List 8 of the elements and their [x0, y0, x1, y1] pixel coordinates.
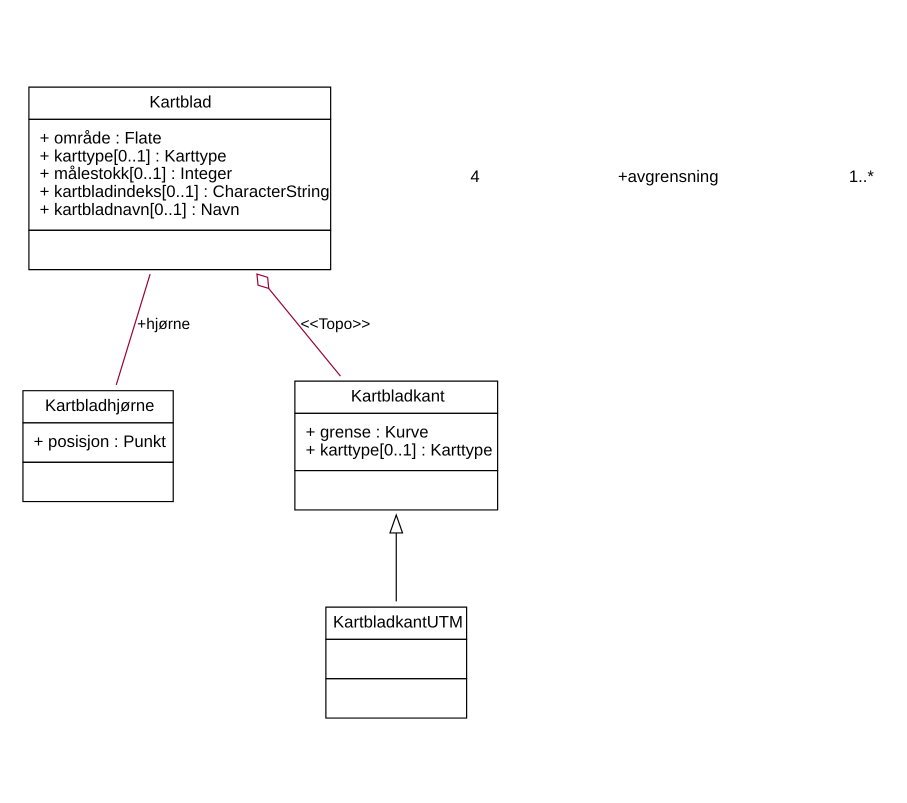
edge-label: <<Topo>>	[300, 316, 370, 333]
label: 1..*	[848, 166, 874, 186]
arrow	[389, 512, 404, 601]
edge-label: +hjørne	[137, 316, 190, 333]
label: +avgrensning	[618, 166, 719, 186]
connector	[116, 273, 151, 385]
label: 4	[470, 166, 480, 186]
connector	[256, 272, 341, 376]
